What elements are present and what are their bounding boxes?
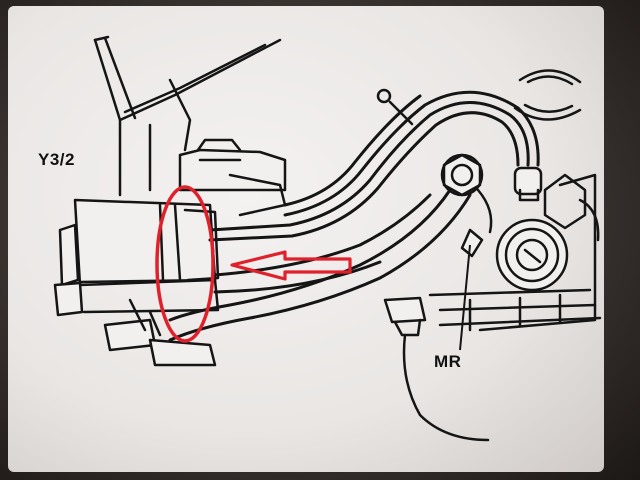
upper-bracket [93,35,282,197]
hose-nut [440,153,484,197]
highlight-arrow [230,250,352,281]
mr-leader [459,244,471,351]
round-plug [495,218,569,292]
lower-fittings [103,298,217,367]
pipe-end-fitting [513,166,543,202]
pipe-bundle [208,90,540,242]
highlight-ellipse [155,185,215,343]
mr-hose [460,188,493,258]
top-nut [178,138,287,217]
valve-body [53,198,220,317]
callout-circle [376,88,392,104]
part-label: MR [434,352,462,371]
component-label: Y3/2 [38,150,75,169]
crescent-marks [513,69,582,121]
lower-clip [383,296,490,442]
callout-leader [388,100,414,126]
lower-hoses [168,188,472,342]
engine-structure [428,173,602,332]
